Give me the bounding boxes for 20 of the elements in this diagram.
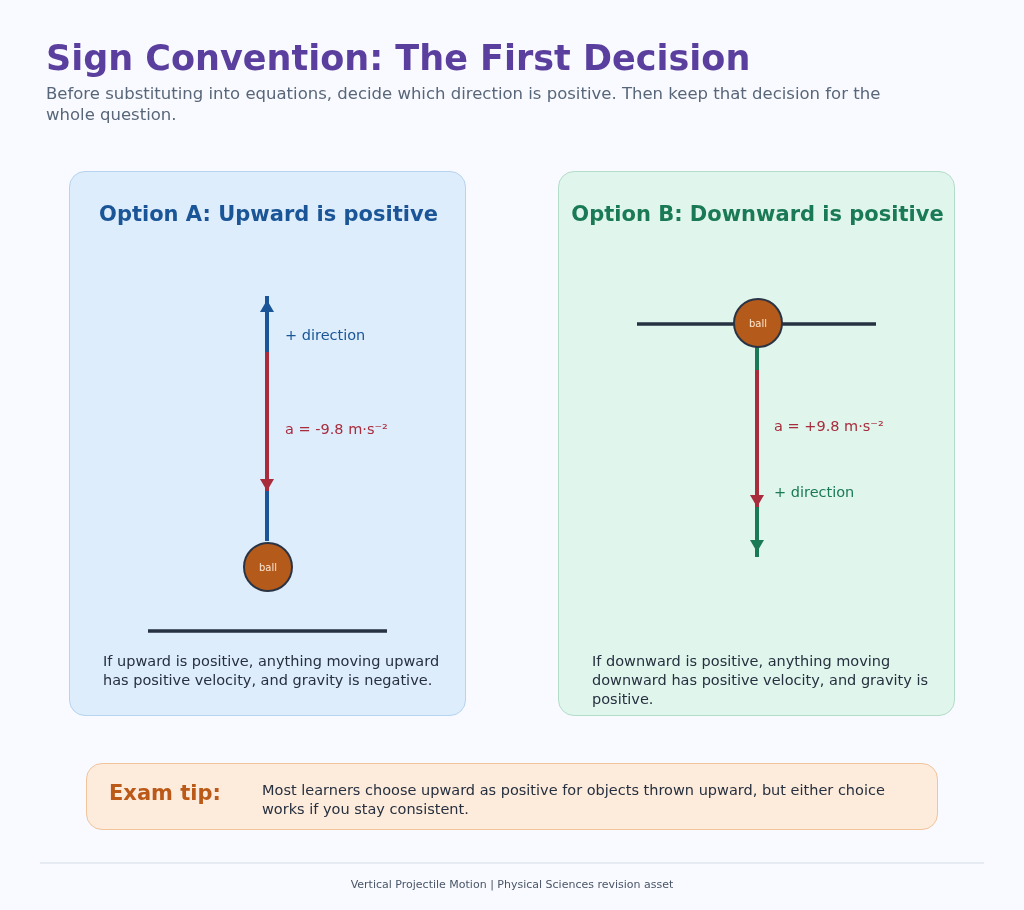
ball-label: ball (258, 561, 277, 573)
ball-circle (243, 542, 293, 592)
ball-circle (733, 298, 783, 348)
title: Sign Convention: The First Decision (46, 38, 751, 78)
subtitle: Before substituting into equations, decide which direction is positive. Then keep that decision for the whole question. (46, 83, 882, 125)
footer-text: Vertical Projectile Motion | Physical Sciences revision asset (349, 878, 675, 891)
direction-label: + direction (285, 327, 366, 343)
tip-box (86, 763, 938, 830)
panel-note: Most learners choose upward as positive for objects thrown upward, but either choice works if you stay consistent. (262, 781, 886, 819)
acceleration-label: a = -9.8 m·s⁻² (285, 421, 388, 437)
panel-heading: Exam tip: (109, 781, 221, 805)
option-panel (558, 171, 955, 716)
direction-label: + direction (774, 484, 855, 500)
panel-note: If downward is positive, anything moving downward has positive velocity, and gravity is positive. (592, 652, 929, 709)
panel-heading: Option A: Upward is positive (98, 202, 439, 226)
panel-note: If upward is positive, anything moving upward has positive velocity, and gravity is negative. (103, 652, 441, 690)
acceleration-label: a = +9.8 m·s⁻² (774, 418, 884, 434)
panel-heading: Option B: Downward is positive (570, 202, 945, 226)
option-panel (69, 171, 466, 716)
ball-label: ball (748, 317, 767, 329)
